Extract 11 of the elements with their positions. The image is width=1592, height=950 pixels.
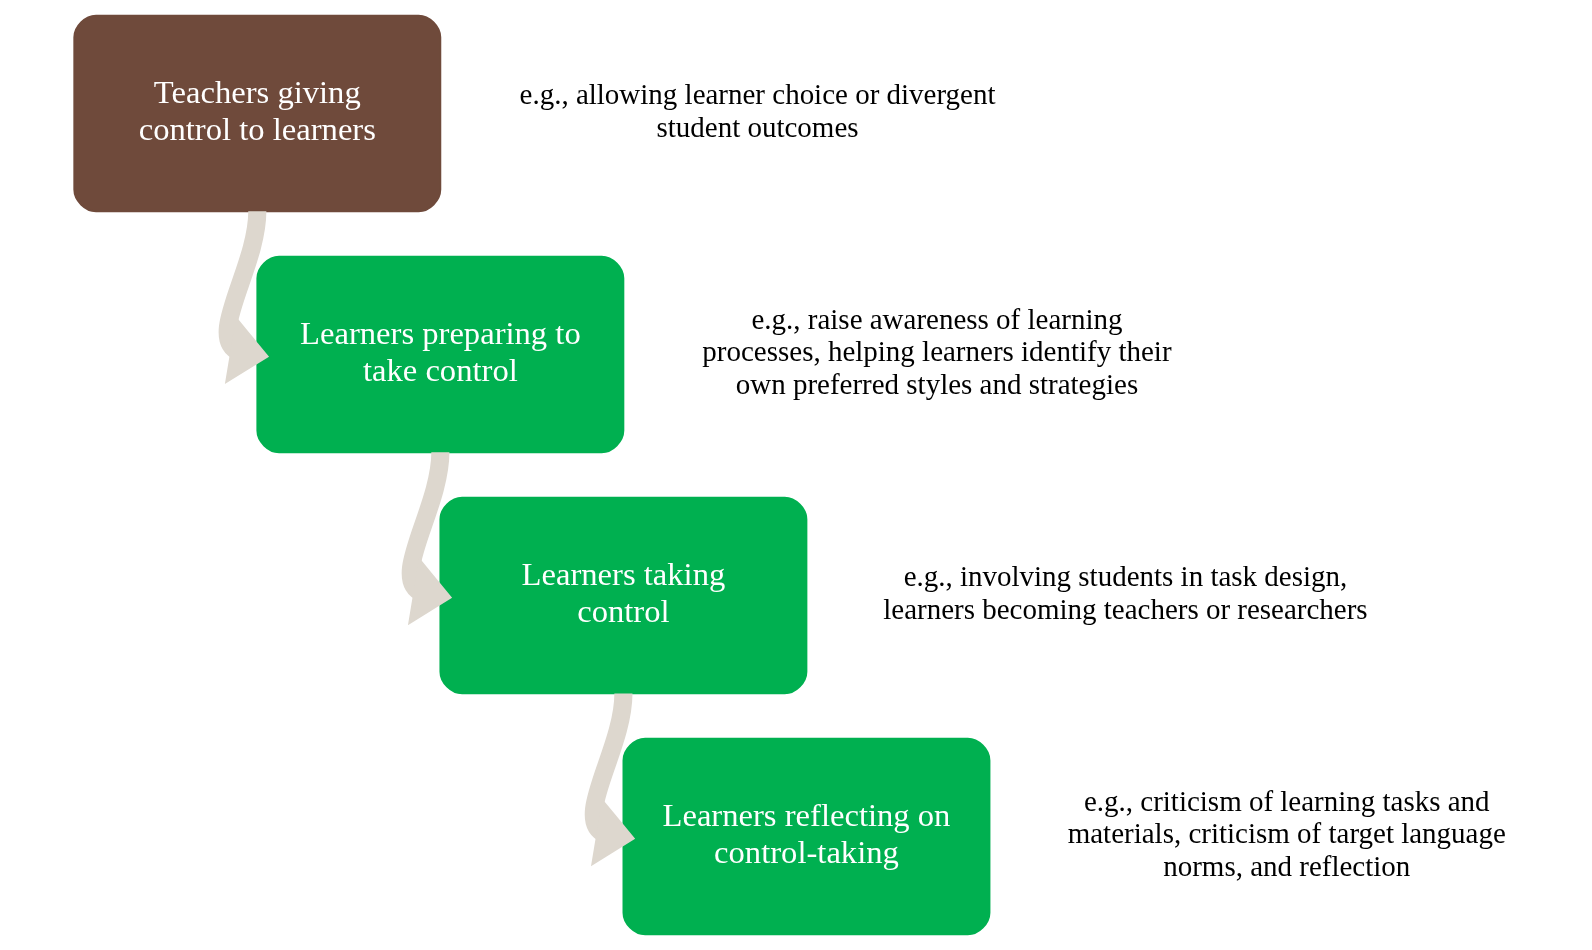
node-box: Learners reflecting on control-taking xyxy=(622,737,990,936)
arrow xyxy=(584,692,635,867)
node-box: Learners taking control xyxy=(438,496,807,695)
arrow xyxy=(218,210,269,385)
node-label: e.g., allowing learner choice or divergent student outcomes xyxy=(519,78,995,143)
node-label: e.g., criticism of learning tasks and materials, criticism of target language norms, and reflection xyxy=(1067,784,1506,883)
node-label: e.g., involving students in task design, learners becoming teachers or researchers xyxy=(882,560,1368,625)
node-box: Learners preparing to take control xyxy=(255,255,624,454)
arrow xyxy=(401,451,452,626)
node-box: Teachers giving control to learners xyxy=(72,14,441,213)
node-label: e.g., raise awareness of learning processes, helping learners identify their own preferred styles and strategies xyxy=(701,302,1172,400)
